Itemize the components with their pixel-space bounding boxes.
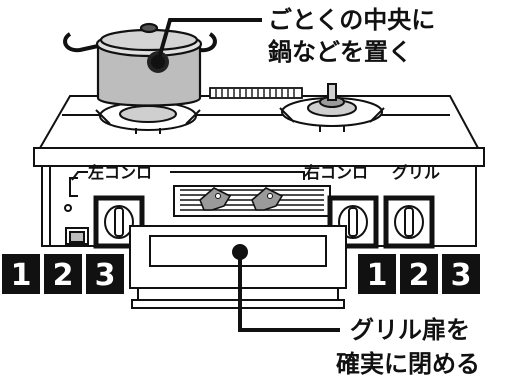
steps-left: 1 2 3 [2, 254, 124, 294]
stove-top [33, 95, 485, 167]
step-left-2: 2 [53, 258, 74, 293]
grill-label: グリル [392, 163, 440, 182]
left-knob[interactable] [93, 195, 145, 249]
step-left-1: 1 [11, 258, 32, 293]
right-burner [279, 83, 385, 132]
steps-right: 1 2 3 [358, 254, 480, 294]
fish-right [251, 187, 284, 211]
right-knob[interactable] [327, 195, 379, 249]
pot-callout-line2: 鍋などを置く [268, 38, 412, 66]
left-burner-label: 左コンロ [87, 163, 152, 182]
step-right-3: 3 [451, 258, 472, 293]
door-callout-line2: 確実に閉める [336, 350, 480, 378]
fish-left [199, 187, 232, 211]
pot-callout-line [156, 18, 262, 63]
door-callout-line [238, 252, 340, 332]
label-bar-line [170, 171, 305, 180]
step-left-3: 3 [95, 258, 116, 293]
pot-callout-line1: ごとくの中央に [268, 6, 435, 34]
pot [63, 22, 217, 107]
pot-callout-dot [151, 55, 165, 69]
grill-knob[interactable] [383, 195, 435, 249]
grill-window [173, 185, 331, 217]
step-right-1: 1 [367, 258, 388, 293]
step-right-2: 2 [409, 258, 430, 293]
door-callout-line1: グリル扉を [350, 316, 470, 344]
top-vent [209, 87, 303, 99]
right-burner-label: 右コンロ [304, 163, 368, 182]
left-label-line [71, 171, 88, 181]
